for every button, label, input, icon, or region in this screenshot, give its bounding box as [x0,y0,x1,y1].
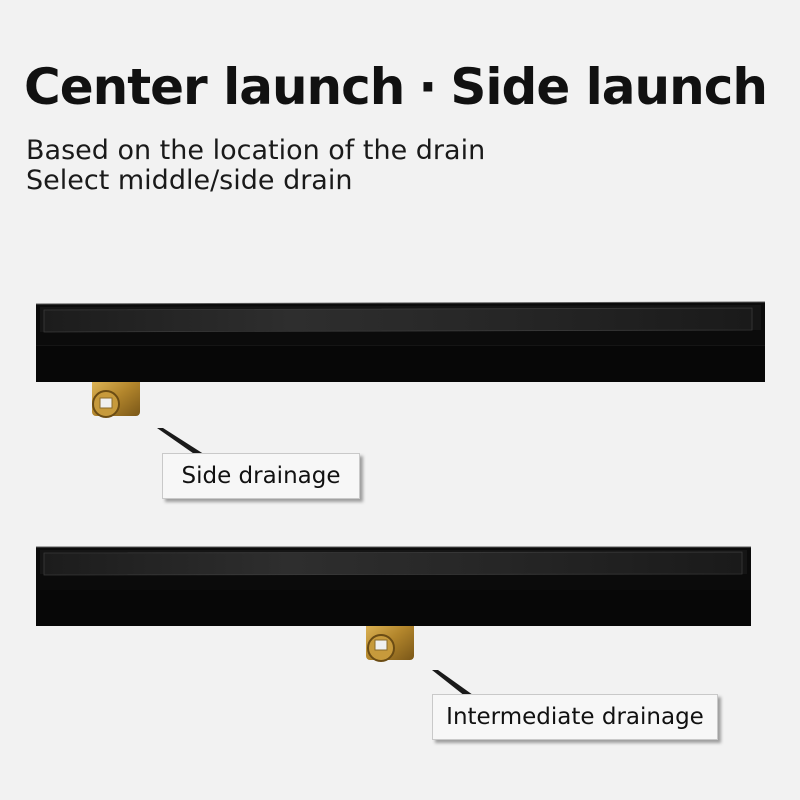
headline-separator: · [418,58,437,116]
intermediate-drainage-label: Intermediate drainage [432,694,718,740]
subtitle-line-1: Based on the location of the drain [26,135,486,166]
side-drain-channel [35,301,766,418]
subtitle-line-2: Select middle/side drain [26,165,353,196]
side-drain-outlet [92,378,140,418]
side-drainage-label: Side drainage [162,453,360,499]
intermediate-drainage-pointer [432,670,480,700]
intermediate-drain-outlet [366,620,414,662]
headline-side-launch: Side launch [450,58,768,116]
headline: Center launch·Side launch [24,58,768,116]
headline-center-launch: Center launch [24,58,405,116]
intermediate-drain-channel [36,546,751,662]
side-drainage-pointer [157,428,210,458]
